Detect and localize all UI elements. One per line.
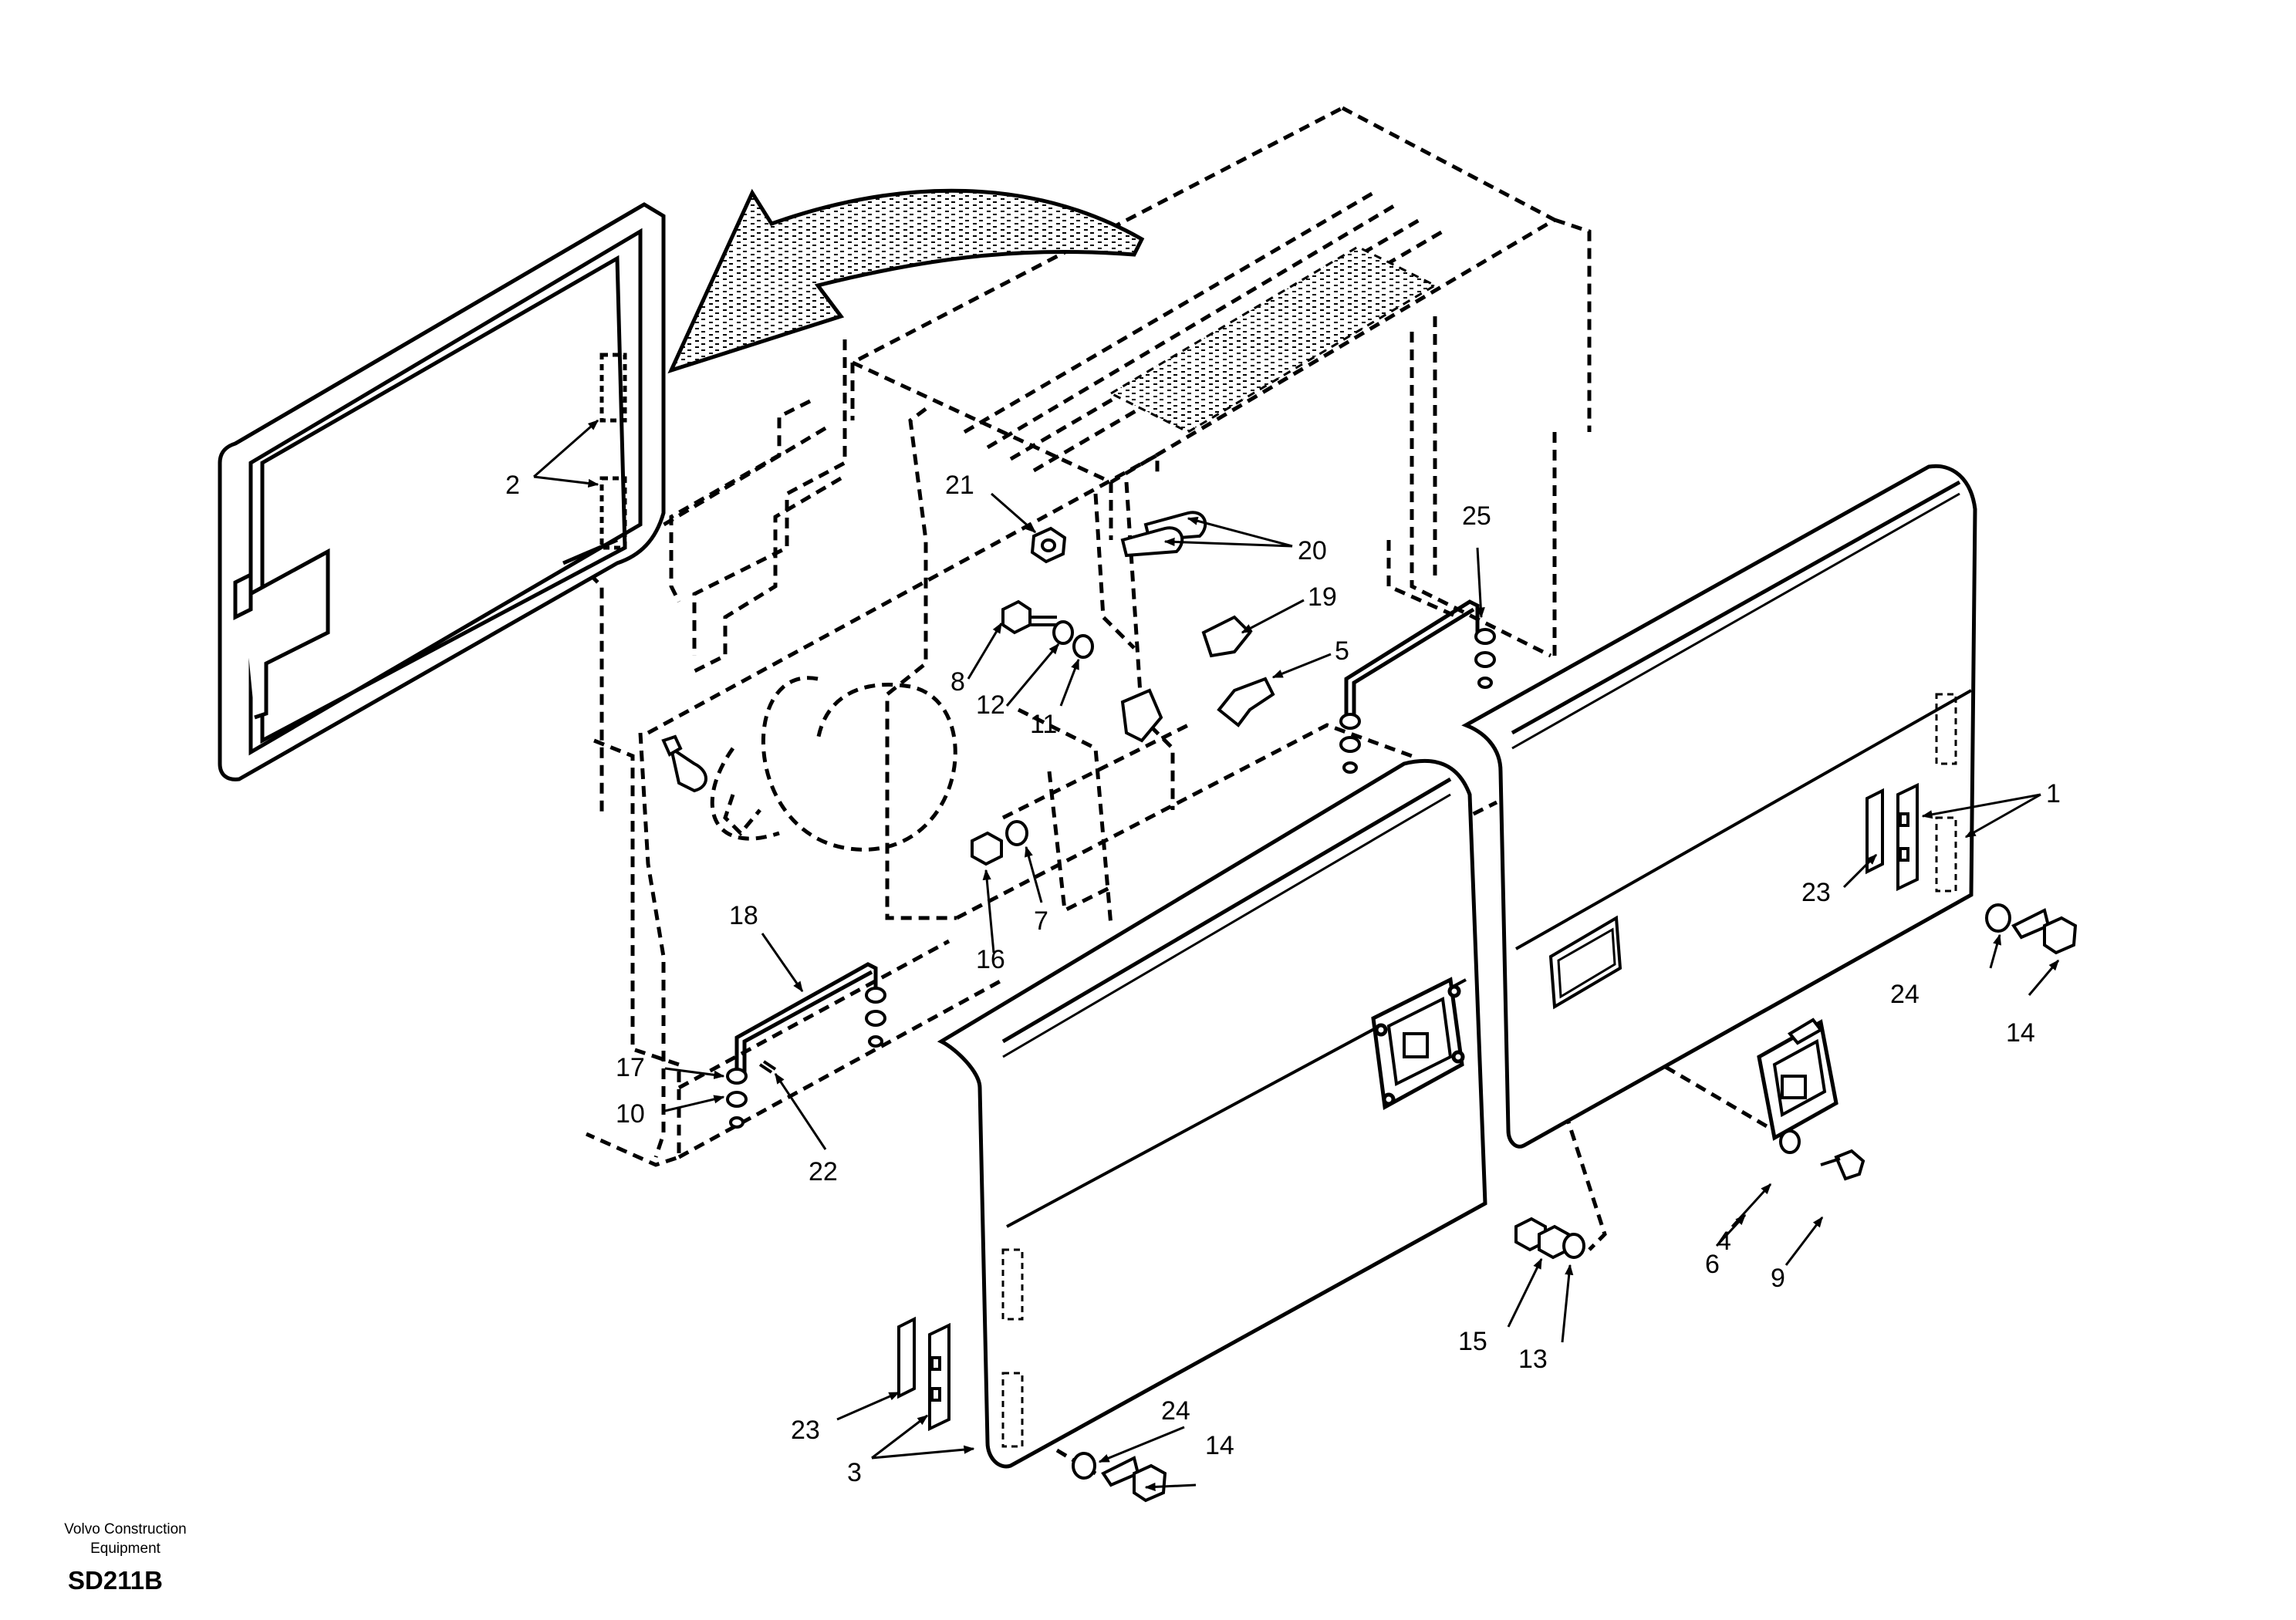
callout-5: 5 (1335, 636, 1349, 666)
rear-door-panel (1461, 464, 1977, 1149)
callout-22: 22 (809, 1157, 838, 1186)
fastener-hardware (661, 511, 2078, 1503)
callout-23-right: 23 (1801, 878, 1831, 907)
callout-leaders (533, 419, 2060, 1492)
door-swing-arrow (667, 188, 1145, 374)
callout-10: 10 (616, 1099, 645, 1129)
callout-14-front: 14 (1205, 1431, 1234, 1460)
lock-assembly-part-4 (1757, 1018, 1838, 1141)
callout-14-right: 14 (2006, 1018, 2035, 1048)
callout-24-right: 24 (1890, 980, 1920, 1009)
hinge-part-3 (897, 1316, 950, 1432)
callout-4: 4 (1717, 1227, 1731, 1256)
step-tread-pattern (1108, 245, 1438, 434)
callout-2: 2 (505, 471, 520, 500)
callout-1: 1 (2046, 779, 2061, 808)
callout-17: 17 (616, 1053, 645, 1082)
callout-13: 13 (1518, 1345, 1548, 1374)
company-name-line2: Equipment (90, 1541, 160, 1557)
callout-25: 25 (1462, 501, 1491, 531)
hinge-part-1 (1866, 782, 1919, 892)
front-door-panel (937, 758, 1487, 1469)
callout-18: 18 (729, 901, 758, 930)
callout-24-front: 24 (1161, 1396, 1190, 1426)
callout-12: 12 (976, 690, 1005, 720)
drawing-code: SD211B (68, 1566, 163, 1595)
open-side-door (218, 202, 666, 781)
company-name-line1: Volvo Construction (64, 1521, 187, 1537)
company-name: Volvo Construction Equipment (15, 1520, 235, 1558)
callout-20: 20 (1298, 536, 1327, 565)
callout-21: 21 (945, 471, 974, 500)
callout-labels: 1 2 3 4 5 6 7 8 9 10 11 12 13 14 14 15 1… (505, 471, 2061, 1487)
rear-door-access-panel (1548, 915, 1622, 1010)
grab-handle-18 (734, 962, 878, 1072)
callout-16: 16 (976, 945, 1005, 974)
callout-15: 15 (1458, 1327, 1487, 1356)
callout-9: 9 (1771, 1264, 1785, 1293)
callout-23-front: 23 (791, 1416, 820, 1445)
callout-6: 6 (1705, 1250, 1720, 1279)
grab-handle-25 (1344, 599, 1480, 717)
callout-11: 11 (1030, 710, 1057, 739)
callout-19: 19 (1308, 582, 1337, 612)
callout-8: 8 (950, 667, 965, 697)
callout-7: 7 (1034, 906, 1048, 936)
front-door-lock (1371, 977, 1465, 1110)
callout-3: 3 (847, 1458, 862, 1487)
